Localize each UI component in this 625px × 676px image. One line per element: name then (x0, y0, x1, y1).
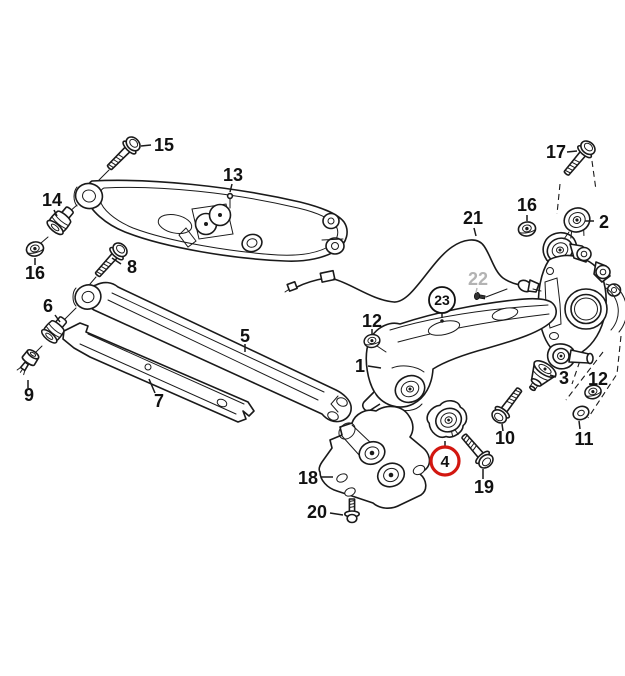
cover-plate-7 (62, 322, 255, 423)
callout-leaders (27, 144, 594, 516)
callout-9: 9 (24, 385, 34, 405)
callout-15: 15 (154, 135, 174, 155)
callout-20: 20 (307, 502, 327, 522)
callout-12-left: 12 (362, 311, 382, 331)
callout-3: 3 (559, 368, 569, 388)
callout-2: 2 (599, 212, 609, 232)
wheel-carrier-knuckle (537, 231, 625, 370)
callout-12-right: 12 (588, 369, 608, 389)
callout-16-right: 16 (517, 195, 537, 215)
callout-6: 6 (43, 296, 53, 316)
bolt-15 (98, 133, 144, 181)
nut-16-left (24, 239, 46, 259)
callout-19: 19 (474, 477, 494, 497)
lower-control-arm-5 (72, 281, 352, 423)
callout-13: 13 (223, 165, 243, 185)
bolt-20 (343, 498, 360, 524)
callout-labels: 1 2 3 4 5 6 7 8 9 10 11 12 12 13 14 15 1… (24, 135, 609, 522)
callout-16-left: 16 (25, 263, 45, 283)
cone-bushing-3 (529, 359, 557, 392)
callout-7: 7 (154, 391, 164, 411)
callout-17: 17 (546, 142, 566, 162)
bolt-8 (89, 239, 131, 285)
callout-23-circled: 23 (434, 292, 450, 308)
upper-control-arm-13 (73, 179, 348, 262)
callout-21: 21 (463, 208, 483, 228)
nut-16-right (516, 219, 538, 239)
bushing-4 (426, 399, 468, 439)
callout-8: 8 (127, 257, 137, 277)
screw-22 (473, 288, 508, 300)
bracket-18 (318, 405, 431, 509)
washer-11 (570, 403, 592, 423)
callout-5: 5 (240, 326, 250, 346)
callout-4-highlighted: 4 (441, 454, 450, 471)
trailing-arm-1 (362, 297, 557, 412)
callout-14: 14 (42, 190, 62, 210)
grommet-9 (16, 348, 40, 376)
bolt-19 (456, 429, 497, 472)
callout-11: 11 (574, 429, 593, 449)
bushing-2 (563, 207, 591, 240)
callout-1: 1 (355, 356, 365, 376)
highlight-circle-part-4 (429, 445, 461, 477)
bushing-14 (40, 201, 79, 244)
abs-sensor-cable-21 (284, 239, 521, 303)
bolt-10 (488, 383, 528, 427)
abs-sensor-head (517, 279, 542, 293)
nut-12-left (362, 332, 387, 353)
bushing-6 (35, 307, 77, 353)
callout-10: 10 (495, 428, 515, 448)
callout-23-circle (428, 286, 456, 314)
callout-18: 18 (298, 468, 318, 488)
callout-22-dimmed: 22 (468, 269, 488, 289)
